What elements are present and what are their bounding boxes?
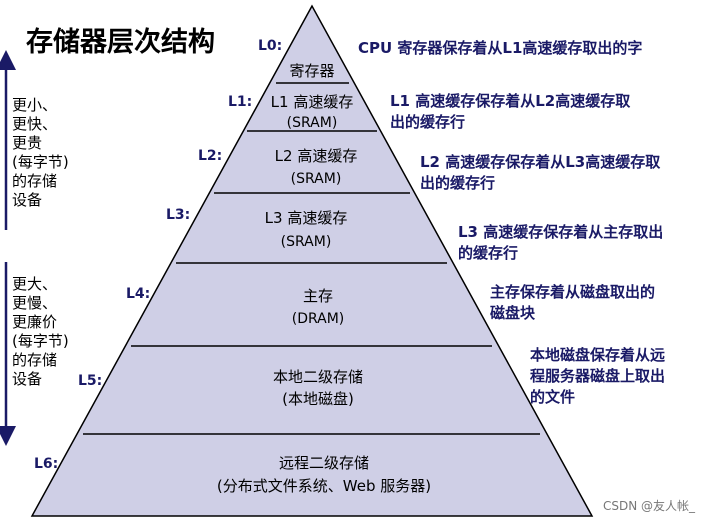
level-label-0: L0: [258, 38, 283, 54]
level-label-2: L2: [198, 148, 223, 164]
level-5-tech: (本地磁盘) [282, 390, 354, 408]
level-2-tech: (SRAM) [291, 171, 342, 187]
pyramid-body [30, 4, 594, 517]
level-2-name: L2 高速缓存 [275, 147, 358, 165]
level-3-name: L3 高速缓存 [265, 209, 348, 227]
level-label-6: L6: [34, 456, 59, 472]
level-6-tech: (分布式文件系统、Web 服务器) [217, 477, 431, 495]
level-1-name: L1 高速缓存 [271, 93, 354, 111]
level-1-tech: (SRAM) [287, 115, 338, 131]
level-4-tech: (DRAM) [292, 311, 345, 327]
level-6-name: 远程二级存储 [279, 454, 369, 472]
side-label-bottom: 更大、 更慢、 更廉价 (每字节) 的存储 设备 [12, 275, 69, 388]
level-label-5: L5: [78, 373, 103, 389]
level-0-description: CPU 寄存器保存着从L1高速缓存取出的字 [358, 39, 643, 57]
level-label-4: L4: [126, 286, 151, 302]
page-title: 存储器层次结构 [26, 27, 215, 58]
level-label-1: L1: [228, 94, 253, 110]
level-5-name: 本地二级存储 [273, 368, 363, 386]
watermark: CSDN @友人帐_ [602, 499, 695, 513]
level-5-description: 本地磁盘保存着从远 程服务器磁盘上取出 的文件 [530, 346, 666, 406]
level-4-description: 主存保存着从磁盘取出的 磁盘块 [490, 283, 656, 322]
level-3-description: L3 高速缓存保存着从主存取出 的缓存行 [458, 223, 664, 262]
level-4-name: 主存 [303, 287, 333, 305]
level-3-tech: (SRAM) [281, 234, 332, 250]
level-0-name: 寄存器 [289, 62, 334, 80]
side-label-top: 更小、 更快、 更贵 (每字节) 的存储 设备 [12, 96, 69, 209]
level-label-3: L3: [166, 207, 191, 223]
level-2-description: L2 高速缓存保存着从L3高速缓存取 出的缓存行 [420, 153, 661, 192]
level-1-description: L1 高速缓存保存着从L2高速缓存取 出的缓存行 [390, 92, 631, 131]
